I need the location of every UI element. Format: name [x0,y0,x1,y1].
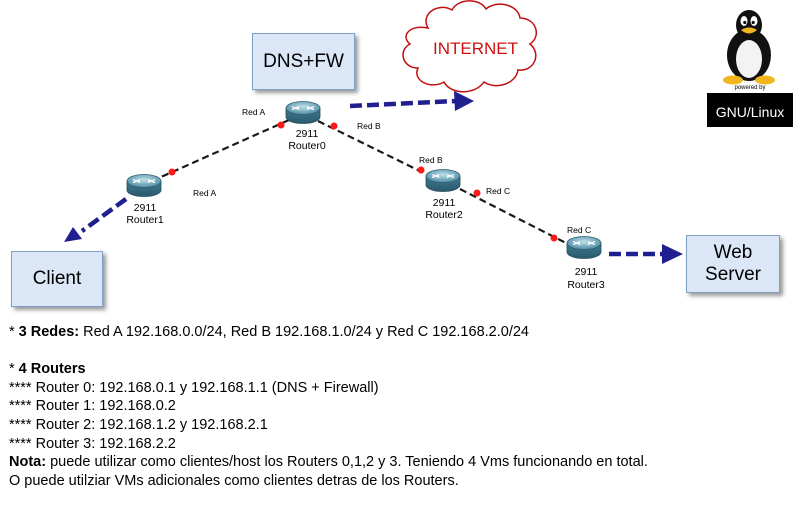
router1-line: **** Router 1: 192.168.0.2 [9,398,176,415]
web-server-label-line1: Web [713,242,753,263]
port-dot-router3-red-c [550,234,558,242]
router0-line: **** Router 0: 192.168.0.1 y 192.168.1.1… [9,379,379,396]
link-label-router0-red-b: Red B [357,121,381,131]
internet-cloud: INTERNET [402,0,538,93]
dns-firewall-box: DNS+FW [252,33,355,90]
router-icon [285,100,321,125]
dns-firewall-label: DNS+FW [263,50,344,72]
client-label: Client [32,268,82,289]
router2[interactable]: 2911 Router2 [425,168,463,222]
router2-name: Router2 [425,209,463,221]
web-server-box: Web Server [686,235,780,293]
link-router2-router3 [459,188,567,244]
router-icon [566,235,602,260]
router1-name: Router1 [126,214,164,226]
link-label-router3-red-c: Red C [567,225,591,235]
nota-line: Nota: puede utilizar como clientes/host … [9,453,789,472]
port-dot-router0-red-b [330,122,338,130]
client-box: Client [11,251,103,307]
port-dot-router2-red-c [473,189,481,197]
router2-model: 2911 [433,197,456,209]
router2-line: **** Router 2: 192.168.1.2 y 192.168.2.1 [9,416,268,433]
router3-name: Router3 [567,279,605,291]
router3-line: **** Router 3: 192.168.2.2 [9,435,176,452]
arrow-router3-to-webserver [609,244,683,264]
routers-prefix: * [9,361,19,378]
gnu-linux-text: GNU/Linux [716,104,784,120]
router-icon [425,168,461,193]
nota-heading: Nota: [9,454,47,471]
powered-by-text: powered by [734,85,765,91]
router1[interactable]: 2911 Router1 [126,173,164,227]
network-notes: * 3 Redes: Red A 192.168.0.0/24, Red B 1… [9,323,789,490]
nota-line-2: O puede utilziar VMs adicionales como cl… [9,472,459,489]
link-label-router2-red-b: Red B [419,155,443,165]
arrow-router0-to-internet [349,91,474,111]
redes-prefix: * [9,324,19,340]
link-label-router0-red-a: Red A [242,107,265,117]
link-router0-router2 [317,120,433,178]
router-icon [126,173,162,198]
router3[interactable]: 2911 Router3 [566,235,605,292]
router0-name: Router0 [288,140,326,152]
redes-line: * 3 Redes: Red A 192.168.0.0/24, Red B 1… [9,323,789,342]
internet-label: INTERNET [433,39,518,58]
routers-heading-line: * 4 Routers [9,360,789,379]
arrow-router1-to-client [64,197,128,242]
gnu-linux-logo: powered by GNU/Linux [707,10,793,127]
tux-penguin-icon [723,10,775,85]
redes-text: Red A 192.168.0.0/24, Red B 192.168.1.0/… [79,324,529,340]
link-label-router2-red-c: Red C [486,186,510,196]
link-label-router1-red-a: Red A [193,188,216,198]
port-dot-router0-red-a [277,121,285,129]
web-server-label-line2: Server [705,264,761,285]
routers-heading: 4 Routers [18,361,86,378]
router0[interactable]: 2911 Router0 [285,100,326,153]
router3-model: 2911 [575,266,598,278]
network-diagram: Red A Red A Red B Red B Red C Red C INTE… [64,0,683,292]
router0-model: 2911 [296,128,319,140]
port-dot-router2-red-b [417,166,425,174]
nota-text: puede utilizar como clientes/host los Ro… [46,454,648,471]
redes-heading: 3 Redes: [18,324,80,340]
port-dot-router1-red-a [168,168,176,176]
router1-model: 2911 [134,202,157,214]
